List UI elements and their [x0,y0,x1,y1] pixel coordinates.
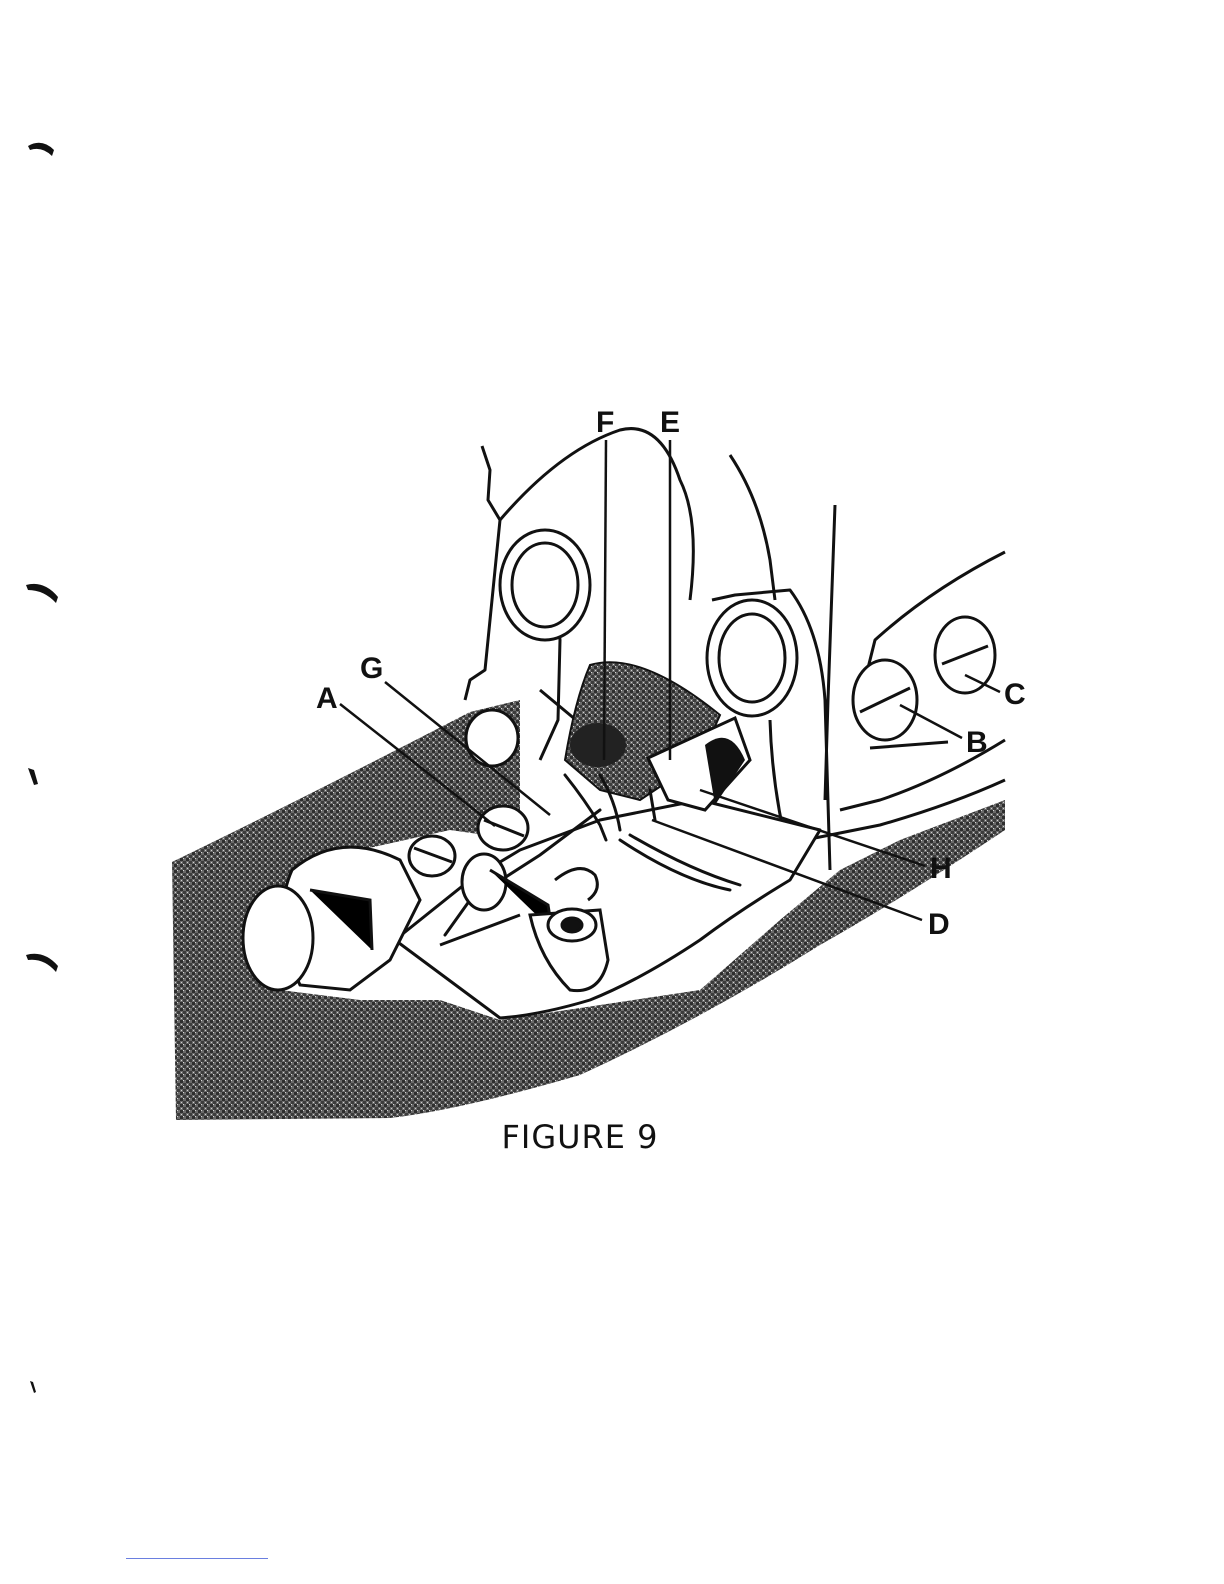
callout-c: C [1004,678,1026,711]
callout-h: H [930,852,952,885]
callout-e: E [660,406,680,439]
callout-g: G [360,652,383,685]
callout-a: A [316,682,338,715]
presser-foot [395,800,820,1018]
callout-f: F [596,406,614,439]
scan-edge-line [126,1558,268,1559]
callout-b: B [966,726,988,759]
margin-marks [26,143,58,1393]
callout-d: D [928,908,950,941]
figure-caption: FIGURE 9 [0,1118,1160,1156]
